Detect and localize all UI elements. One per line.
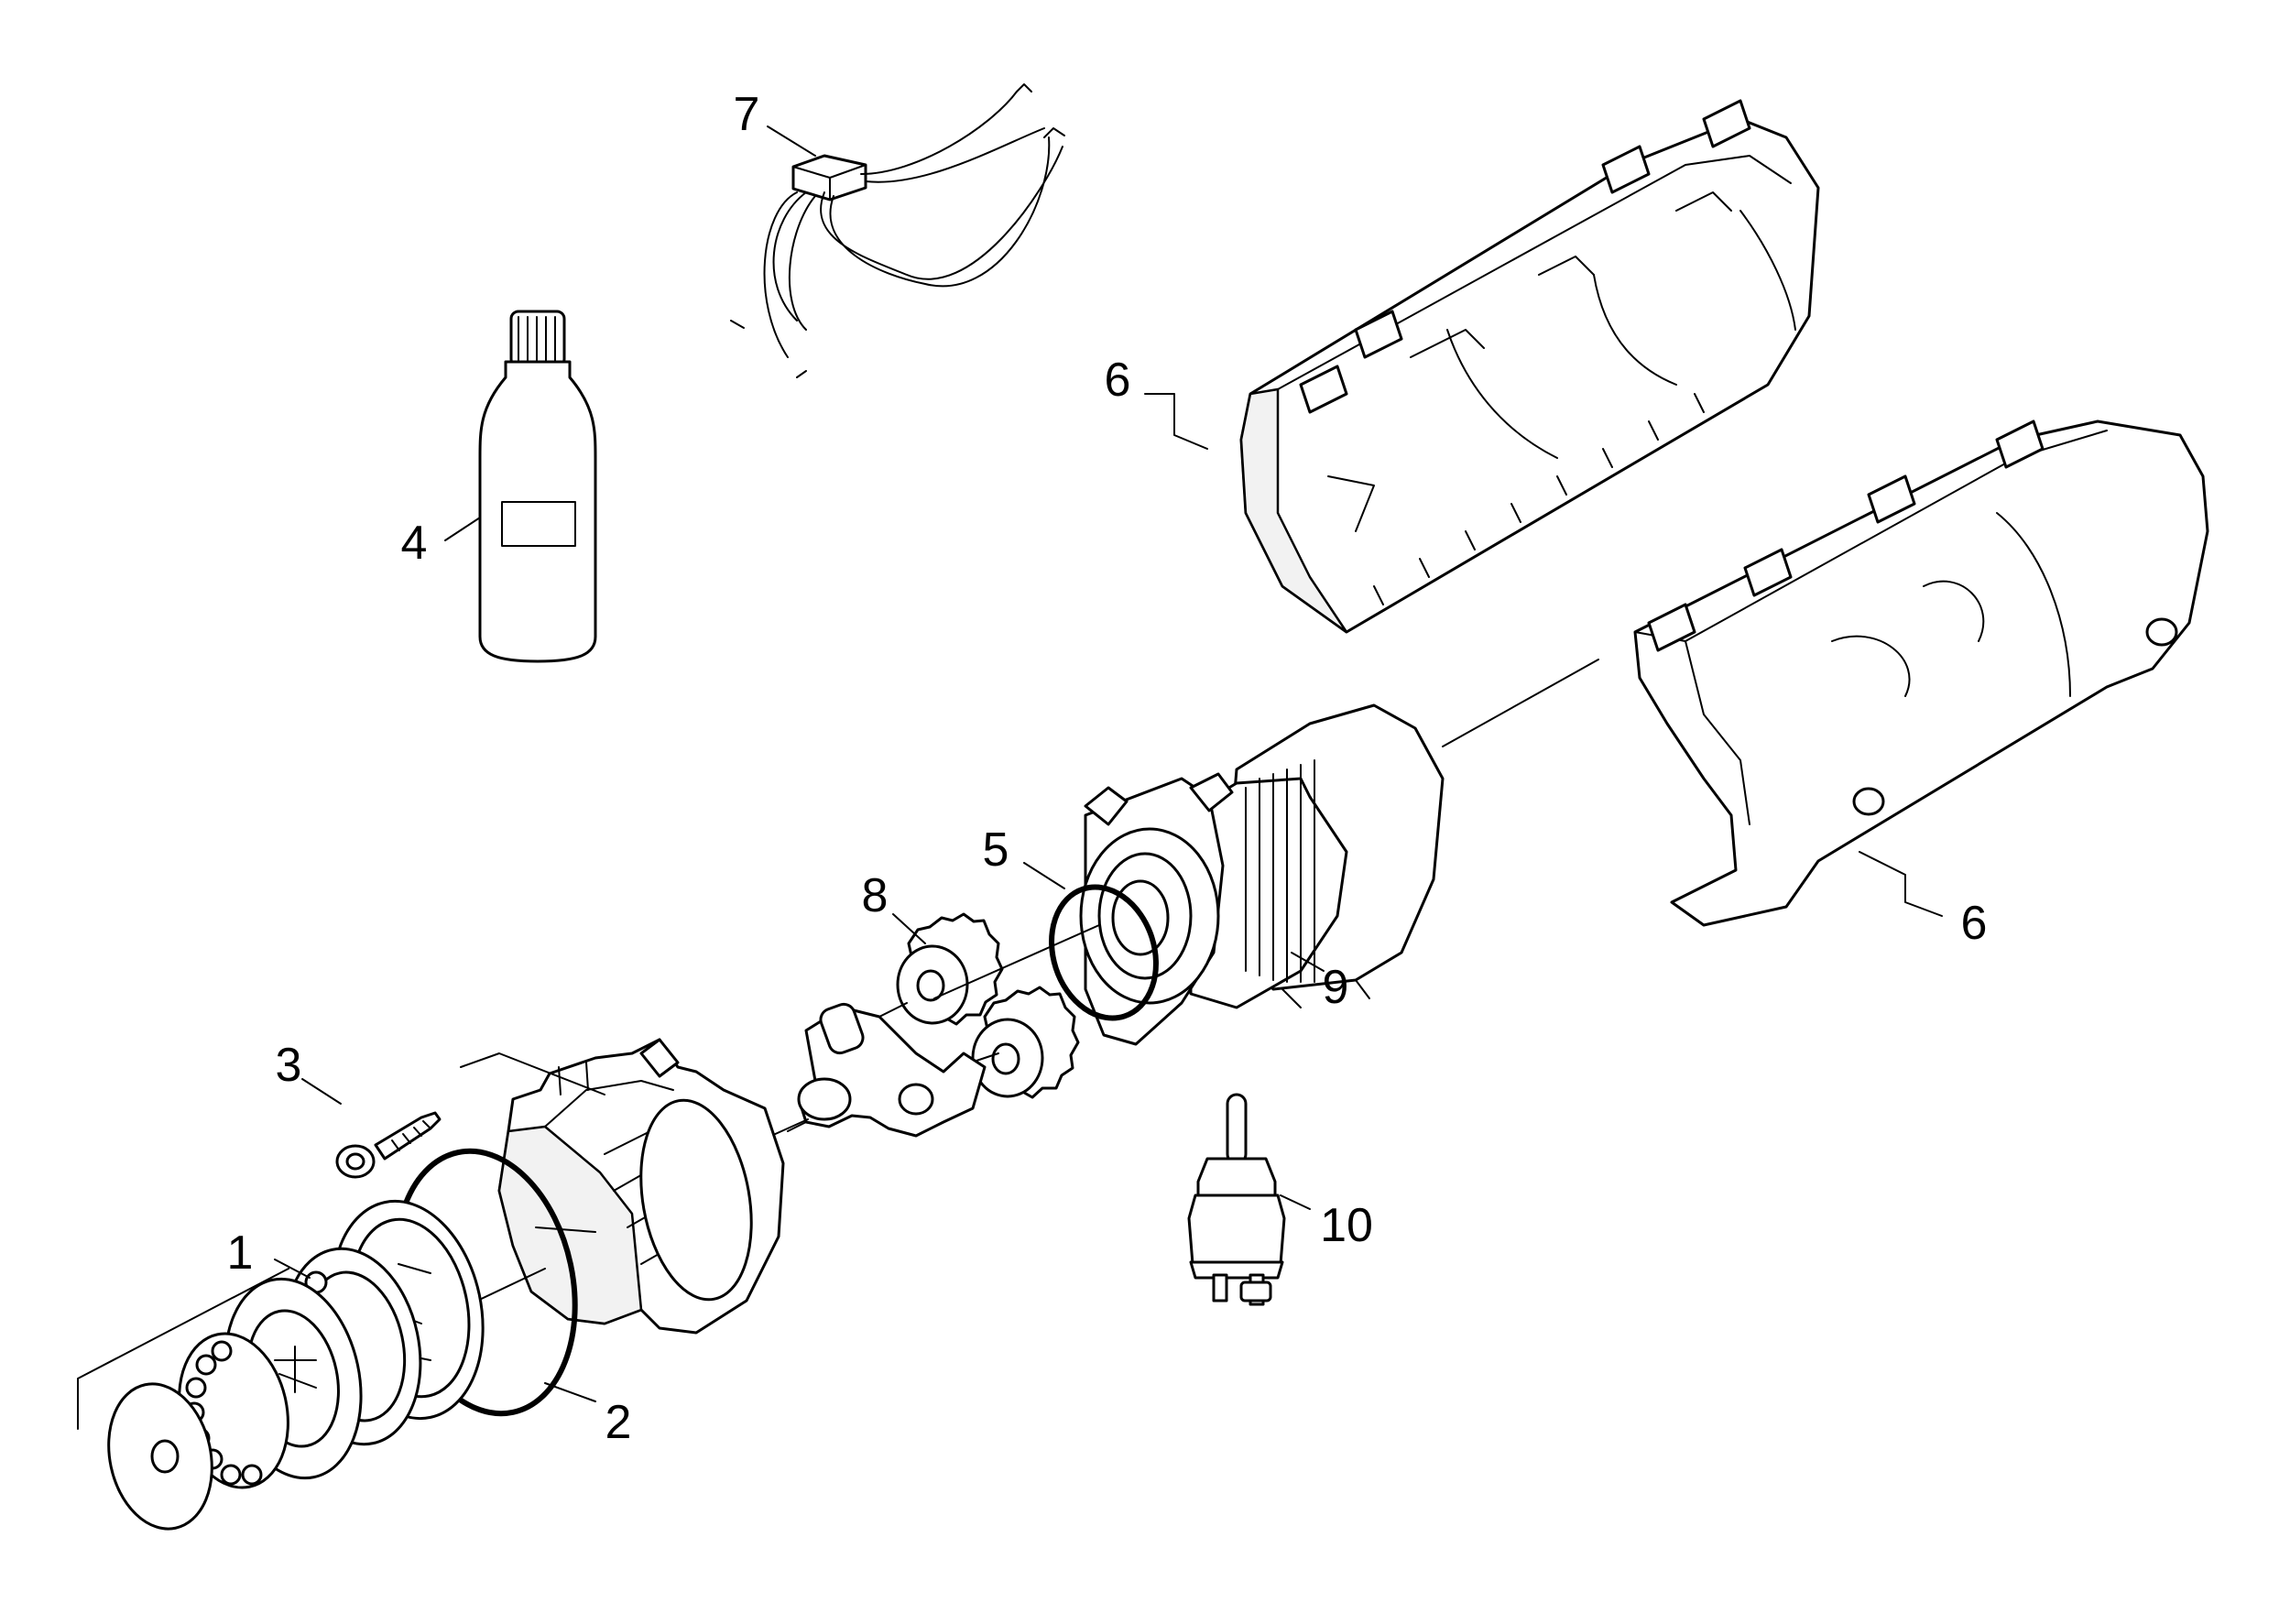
callout-6-upper: 6 — [1105, 354, 1131, 407]
wire-harness — [730, 83, 1065, 378]
callout-5: 5 — [983, 823, 1009, 877]
callout-9: 9 — [1323, 961, 1349, 1014]
bearing-assembly — [107, 1199, 485, 1531]
housing-lower-half — [1633, 420, 2209, 927]
callout-2: 2 — [605, 1396, 632, 1449]
callout-10: 10 — [1320, 1199, 1373, 1252]
gear-upper — [896, 912, 1004, 1026]
callout-6-lower: 6 — [1961, 897, 1988, 950]
callout-1: 1 — [227, 1226, 254, 1280]
gear-lower — [971, 986, 1080, 1099]
o-ring — [1049, 884, 1159, 1021]
rubber-mount — [1187, 1093, 1286, 1306]
callout-8: 8 — [862, 869, 889, 922]
oil-bottle — [478, 310, 597, 663]
housing-upper-half — [1239, 99, 1820, 634]
callout-7: 7 — [734, 88, 760, 141]
pump-housing — [497, 1038, 785, 1335]
callout-4: 4 — [401, 517, 428, 570]
motor-assembly — [1079, 703, 1445, 1046]
pump-head — [787, 1002, 987, 1138]
callout-3: 3 — [276, 1039, 302, 1092]
screw — [335, 1111, 442, 1179]
